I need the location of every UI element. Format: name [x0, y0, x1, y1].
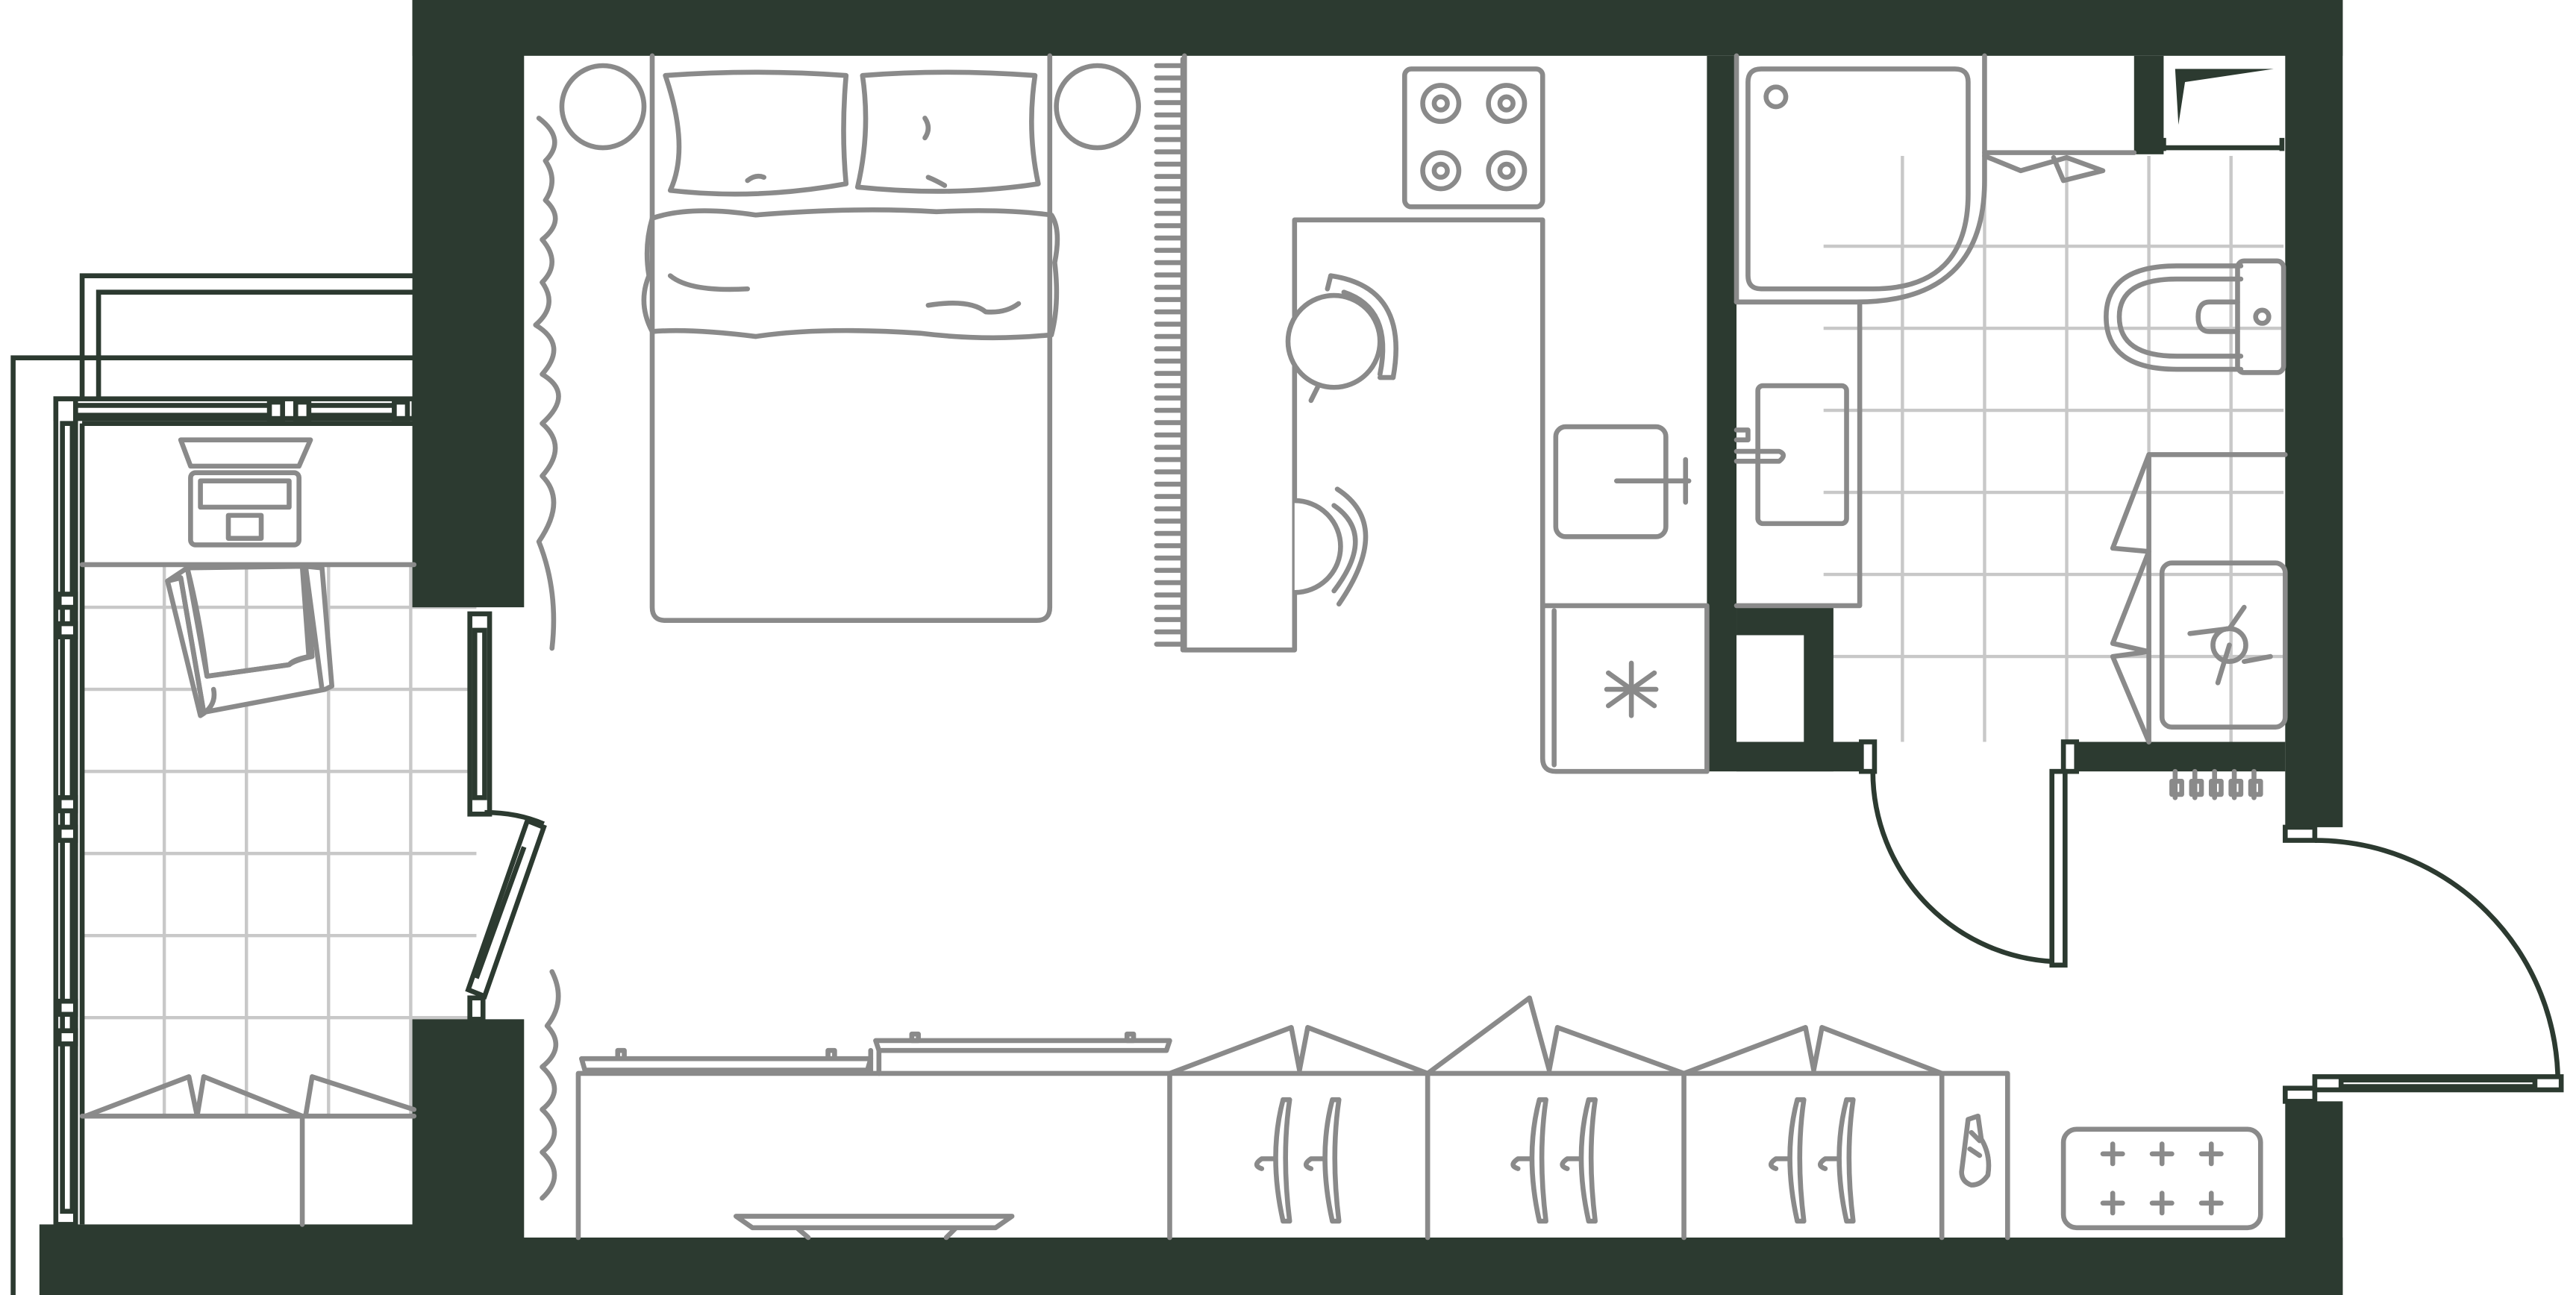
- pillow-icon: [663, 69, 849, 197]
- washing-machine-icon: [2110, 452, 2288, 744]
- bar-counter-icon: [1154, 53, 1545, 653]
- radiator-icon: [2169, 768, 2263, 800]
- balcony-cabinet: [79, 1074, 417, 1227]
- bar-stool-icon: [1285, 273, 1398, 404]
- toilet-icon: [2104, 258, 2286, 375]
- shoe-icon: [1939, 1070, 2010, 1241]
- walls: [39, 0, 2343, 1295]
- washbasin-icon: [1734, 299, 1863, 609]
- towel-rail: [1982, 69, 2285, 184]
- balcony-door: [465, 611, 547, 1022]
- pillow-icon: [854, 69, 1041, 194]
- shower-tray-icon: [1734, 53, 1987, 305]
- curtain-icon: [540, 969, 561, 1201]
- bathroom-door: [1859, 739, 2080, 968]
- tv-stand-icon: [575, 1047, 1172, 1241]
- kitchen-sink-icon: [1553, 424, 1692, 539]
- fridge-icon: [1539, 603, 1710, 774]
- curtain-icon: [533, 116, 561, 651]
- balcony-railing: [10, 273, 417, 1295]
- armchair-icon: [165, 563, 335, 718]
- cooktop-icon: [1402, 66, 1545, 210]
- doormat-icon: [2060, 1126, 2263, 1231]
- nightstand-icon: [1054, 63, 1141, 151]
- radiator-icon: [579, 1031, 1172, 1073]
- double-bed-icon: [641, 53, 1060, 623]
- laptop-icon: [79, 437, 417, 568]
- entrance-door: [2283, 824, 2564, 1104]
- hanger-icon: [1254, 1097, 1856, 1224]
- nightstand-icon: [559, 63, 647, 151]
- bar-stool-icon: [1292, 486, 1369, 606]
- bathroom-floor-tiles: [1823, 156, 2284, 742]
